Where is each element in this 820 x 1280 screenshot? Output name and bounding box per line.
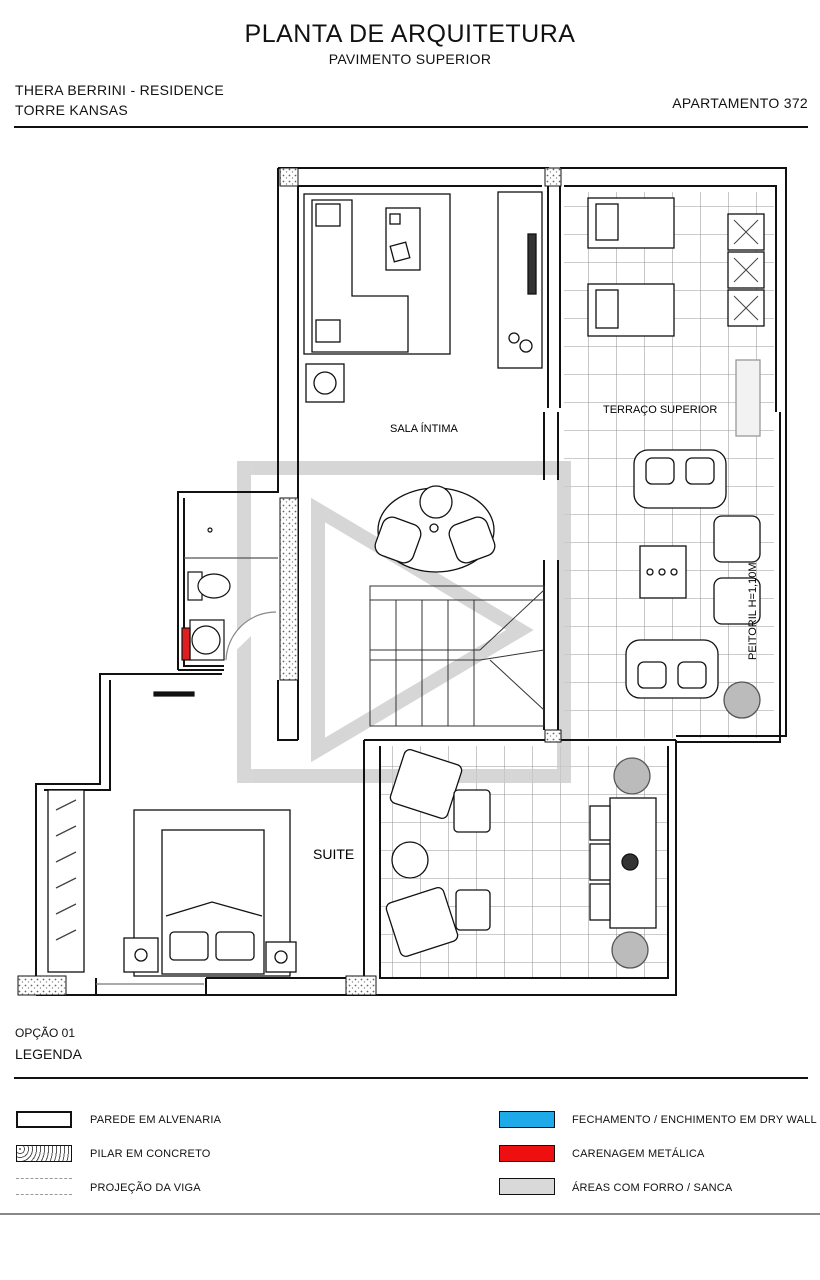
suite-furniture (47, 789, 297, 985)
legend-label-metal: CARENAGEM METÁLICA (572, 1148, 705, 1160)
legend-title: LEGENDA (15, 1046, 82, 1062)
drawing-subtitle: PAVIMENTO SUPERIOR (328, 51, 492, 67)
legend-swatch-drywall (499, 1111, 555, 1128)
room-label-peitoril: PEITORIL H=1,10M (747, 562, 759, 660)
legend-label-wall: PAREDE EM ALVENARIA (90, 1114, 222, 1126)
room-label-suite: SUITE (313, 846, 354, 862)
legend-divider (14, 1077, 808, 1079)
sala-intima-furniture (303, 191, 543, 573)
legend-swatch-wall (16, 1111, 72, 1128)
room-label-sala-intima: SALA ÍNTIMA (390, 422, 459, 435)
room-label-terraco: TERRAÇO SUPERIOR (603, 404, 717, 416)
header-divider (14, 126, 808, 128)
legend-label-drywall: FECHAMENTO / ENCHIMENTO EM DRY WALL (572, 1114, 817, 1126)
concrete-pillars (17, 167, 562, 996)
legend-label-ceiling: ÁREAS COM FORRO / SANCA (572, 1182, 733, 1194)
bathroom-fixtures (153, 527, 278, 697)
exterior-walls (35, 167, 787, 996)
tower-name: TORRE KANSAS (15, 102, 129, 118)
option-label: OPÇÃO 01 (15, 1026, 76, 1040)
legend-swatch-pillar (16, 1145, 72, 1162)
page-bottom-border (0, 1213, 820, 1215)
legend-swatch-beam (16, 1178, 72, 1195)
floor-plan: SALA ÍNTIMA TERRAÇO SUPERIOR SUITE PEITO… (17, 167, 787, 996)
suite-terrace-furniture (385, 749, 657, 969)
legend-label-beam: PROJEÇÃO DA VIGA (90, 1182, 201, 1194)
staircase (369, 585, 545, 727)
project-name: THERA BERRINI - RESIDENCE (15, 82, 224, 98)
legend-swatch-ceiling (499, 1178, 555, 1195)
legend-label-pillar: PILAR EM CONCRETO (90, 1148, 211, 1160)
apartment-number: APARTAMENTO 372 (672, 95, 808, 111)
terrace-furniture (587, 197, 765, 719)
drawing-title: PLANTA DE ARQUITETURA (244, 20, 576, 48)
legend-swatch-metal (499, 1145, 555, 1162)
